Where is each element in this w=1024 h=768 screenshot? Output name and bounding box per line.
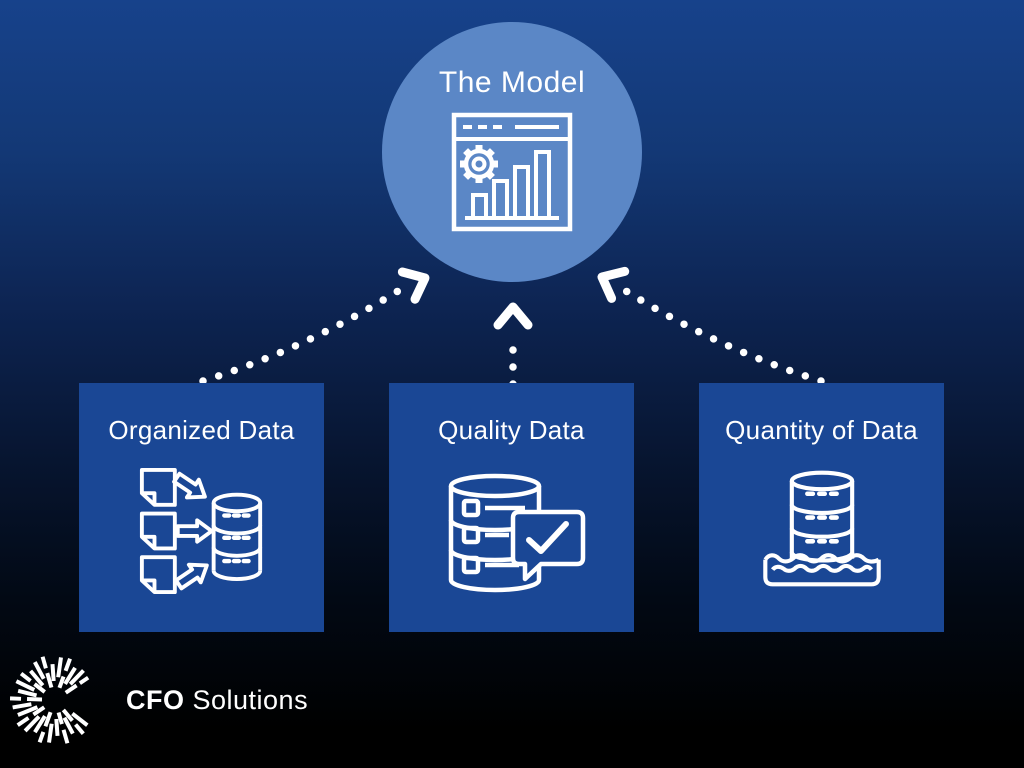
box-quality-data: Quality Data [389,383,634,632]
arrow-organized-to-model [199,267,430,385]
box-quantity-of-data: Quantity of Data [699,383,944,632]
quality-data-icon [448,473,585,593]
brand-name-bold: CFO [126,684,185,715]
model-dashboard-icon [451,112,573,232]
arrow-quality-to-model [493,302,533,388]
box-title: Quantity of Data [725,415,918,445]
arrow-quantity-to-model [597,266,825,385]
box-title: Quality Data [438,415,585,445]
organized-data-icon [139,468,262,595]
starburst-logo-icon [9,656,90,744]
brand-name-light: Solutions [192,684,309,715]
model-node: The Model [382,22,642,282]
model-title: The Model [438,66,586,99]
quantity-of-data-icon [762,470,881,587]
box-organized-data: Organized Data [79,383,324,632]
box-title: Organized Data [108,415,295,445]
